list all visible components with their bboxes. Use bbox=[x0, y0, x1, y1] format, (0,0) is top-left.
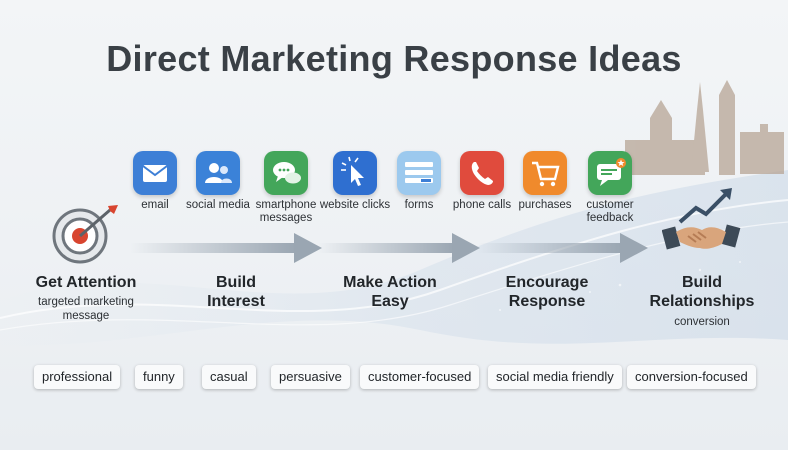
stage-subtitle: targeted marketing message bbox=[38, 296, 134, 322]
tone-chip-casual: casual bbox=[202, 365, 256, 389]
stage-title: Get Attention bbox=[35, 274, 137, 291]
tone-chip-persuasive: persuasive bbox=[271, 365, 350, 389]
stage-title: Encourage Response bbox=[505, 274, 589, 310]
tone-chip-conversion-focused: conversion-focused bbox=[627, 365, 756, 389]
channel-label-social-media: social media bbox=[186, 199, 250, 211]
email-icon bbox=[133, 151, 177, 195]
cursor-click-icon bbox=[333, 151, 377, 195]
target-icon bbox=[52, 205, 118, 264]
stage-build-interest: Build Interest bbox=[196, 273, 276, 311]
stage-make-action-easy: Make Action Easy bbox=[332, 273, 448, 311]
page-title: Direct Marketing Response Ideas bbox=[106, 38, 682, 79]
stage-title: Make Action Easy bbox=[343, 274, 437, 310]
stage-build-relationships: Build Relationships conversion bbox=[642, 273, 762, 329]
channel-label-phone-calls: phone calls bbox=[452, 199, 512, 211]
stage-title: Build Relationships bbox=[649, 274, 755, 310]
tone-chip-funny: funny bbox=[135, 365, 183, 389]
skyline-landmarks bbox=[625, 80, 784, 175]
form-icon bbox=[397, 151, 441, 195]
flow-arrow-2 bbox=[318, 233, 480, 263]
channel-label-website-clicks: website clicks bbox=[319, 199, 391, 211]
stage-title: Build Interest bbox=[207, 274, 265, 310]
people-icon bbox=[196, 151, 240, 195]
channel-label-forms: forms bbox=[404, 199, 434, 211]
stage-get-attention: Get Attention targeted marketing message bbox=[18, 273, 154, 323]
shopping-cart-icon bbox=[523, 151, 567, 195]
channel-label-smartphone-messages: smartphone messages bbox=[255, 199, 317, 224]
channel-label-purchases: purchases bbox=[518, 199, 572, 211]
feedback-chat-icon bbox=[588, 151, 632, 195]
chat-bubbles-icon bbox=[264, 151, 308, 195]
tone-chip-customer-focused: customer-focused bbox=[360, 365, 480, 389]
handshake-growth-icon bbox=[662, 188, 741, 250]
tone-chip-professional: professional bbox=[34, 365, 121, 389]
phone-icon bbox=[460, 151, 504, 195]
flow-arrow-3 bbox=[478, 233, 648, 263]
stage-encourage-response: Encourage Response bbox=[494, 273, 600, 311]
flow-arrow-1 bbox=[130, 233, 322, 263]
channel-label-customer-feedback: customer feedback bbox=[586, 199, 634, 224]
channel-label-email: email bbox=[141, 199, 169, 211]
tone-chip-social-media-friendly: social media friendly bbox=[488, 365, 622, 389]
stage-subtitle: conversion bbox=[674, 316, 730, 328]
